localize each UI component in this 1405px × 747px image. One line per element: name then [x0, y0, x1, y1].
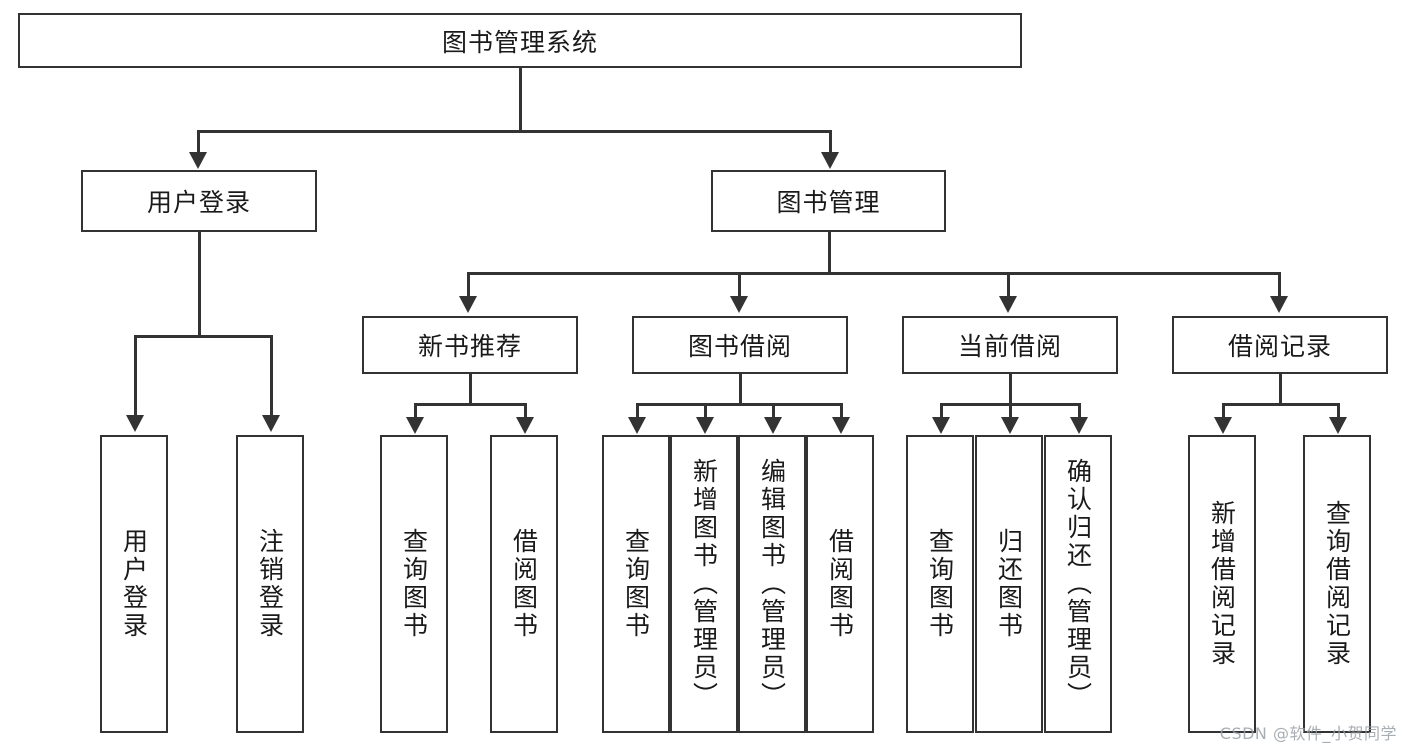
- edge-bb-drop-3: [772, 403, 775, 417]
- arrow-cb-leaf-1: [932, 417, 950, 434]
- edge-nbr-drop-1: [414, 403, 417, 417]
- node-label: 新书推荐: [417, 332, 522, 361]
- arrow-br-leaf-1: [1214, 417, 1232, 434]
- node-leaf-borrow-book-nbr[interactable]: 借阅图书: [490, 435, 558, 733]
- node-label: 借阅记录: [1227, 332, 1332, 361]
- edge-bb-drop-2: [704, 403, 707, 417]
- edge-cb-drop-2: [1009, 403, 1012, 417]
- node-leaf-return-book[interactable]: 归还图书: [975, 435, 1043, 733]
- node-label: 借阅图书: [825, 528, 855, 640]
- node-leaf-query-book-nbr[interactable]: 查询图书: [380, 435, 448, 733]
- node-leaf-query-book-cb[interactable]: 查询图书: [906, 435, 974, 733]
- node-leaf-query-borrow-record[interactable]: 查询借阅记录: [1303, 435, 1371, 733]
- node-root-book-management-system[interactable]: 图书管理系统: [18, 13, 1022, 68]
- edge-cb-drop-3: [1078, 403, 1081, 417]
- edge-cb-stem: [1009, 374, 1012, 403]
- edge-bm-drop-4: [1278, 272, 1281, 296]
- node-label: 用户登录: [119, 528, 149, 640]
- node-label: 图书管理: [776, 188, 881, 217]
- node-label: 归还图书: [994, 528, 1024, 640]
- edge-bm-drop-1: [467, 272, 470, 296]
- node-book-borrow[interactable]: 图书借阅: [632, 316, 848, 374]
- edge-br-drop-2: [1337, 403, 1340, 417]
- arrow-to-logout-leaf: [262, 415, 280, 432]
- edge-cb-drop-1: [940, 403, 943, 417]
- node-label: 图书借阅: [687, 332, 792, 361]
- arrow-to-new-book-recommend: [459, 296, 477, 313]
- node-label: 确认归还（管理员）: [1063, 458, 1093, 710]
- node-label: 图书管理系统: [441, 27, 598, 57]
- node-leaf-query-book-bb[interactable]: 查询图书: [602, 435, 670, 733]
- node-label: 新增图书（管理员）: [689, 458, 719, 710]
- arrow-to-borrow-record: [1270, 296, 1288, 313]
- node-new-book-recommend[interactable]: 新书推荐: [362, 316, 578, 374]
- edge-book-management-stem: [828, 232, 831, 272]
- node-label: 新增借阅记录: [1207, 500, 1237, 668]
- arrow-nbr-leaf-2: [516, 417, 534, 434]
- arrow-cb-leaf-2: [1001, 417, 1019, 434]
- edge-root-drop-left: [197, 130, 200, 152]
- node-leaf-borrow-book-bb[interactable]: 借阅图书: [806, 435, 874, 733]
- node-leaf-logout[interactable]: 注销登录: [236, 435, 304, 733]
- edge-user-login-bus: [134, 335, 272, 338]
- node-user-login[interactable]: 用户登录: [81, 170, 317, 232]
- edge-root-drop-right: [829, 130, 832, 152]
- edge-br-drop-1: [1222, 403, 1225, 417]
- arrow-to-current-borrow: [999, 296, 1017, 313]
- node-label: 借阅图书: [509, 528, 539, 640]
- node-label: 查询图书: [925, 528, 955, 640]
- node-label: 查询借阅记录: [1322, 500, 1352, 668]
- arrow-bb-leaf-3: [764, 417, 782, 434]
- arrow-bb-leaf-4: [832, 417, 850, 434]
- arrow-bb-leaf-1: [628, 417, 646, 434]
- edge-bm-drop-2: [738, 272, 741, 296]
- arrow-to-user-login: [189, 152, 207, 169]
- node-leaf-confirm-return-admin[interactable]: 确认归还（管理员）: [1044, 435, 1112, 733]
- node-book-management[interactable]: 图书管理: [711, 170, 946, 232]
- edge-br-stem: [1279, 374, 1282, 403]
- node-label: 查询图书: [399, 528, 429, 640]
- node-borrow-record[interactable]: 借阅记录: [1172, 316, 1388, 374]
- edge-bm-drop-3: [1007, 272, 1010, 296]
- arrow-to-book-borrow: [730, 296, 748, 313]
- edge-root-bus: [197, 130, 831, 133]
- node-leaf-add-book-admin[interactable]: 新增图书（管理员）: [670, 435, 738, 733]
- node-label: 注销登录: [255, 528, 285, 640]
- edge-book-management-bus: [467, 272, 1280, 275]
- node-label: 用户登录: [146, 188, 251, 217]
- edge-nbr-drop-2: [524, 403, 527, 417]
- node-label: 当前借阅: [957, 332, 1062, 361]
- node-leaf-edit-book-admin[interactable]: 编辑图书（管理员）: [738, 435, 806, 733]
- edge-bb-bus: [636, 403, 842, 406]
- arrow-nbr-leaf-1: [406, 417, 424, 434]
- csdn-watermark: CSDN @软件_小贺同学: [1219, 724, 1397, 743]
- node-leaf-add-borrow-record[interactable]: 新增借阅记录: [1188, 435, 1256, 733]
- edge-user-login-drop-1: [134, 335, 137, 415]
- edge-bb-stem: [739, 374, 742, 403]
- arrow-cb-leaf-3: [1070, 417, 1088, 434]
- edge-user-login-stem: [198, 232, 201, 335]
- edge-bb-drop-4: [840, 403, 843, 417]
- edge-nbr-stem: [469, 374, 472, 403]
- edge-nbr-bus: [414, 403, 526, 406]
- arrow-to-user-login-leaf: [126, 415, 144, 432]
- edge-user-login-drop-2: [270, 335, 273, 415]
- arrow-bb-leaf-2: [696, 417, 714, 434]
- node-leaf-user-login[interactable]: 用户登录: [100, 435, 168, 733]
- node-label: 查询图书: [621, 528, 651, 640]
- edge-br-bus: [1222, 403, 1339, 406]
- arrow-br-leaf-2: [1329, 417, 1347, 434]
- arrow-to-book-management: [821, 152, 839, 169]
- node-label: 编辑图书（管理员）: [757, 458, 787, 710]
- edge-bb-drop-1: [636, 403, 639, 417]
- edge-root-stem: [519, 68, 522, 130]
- node-current-borrow[interactable]: 当前借阅: [902, 316, 1118, 374]
